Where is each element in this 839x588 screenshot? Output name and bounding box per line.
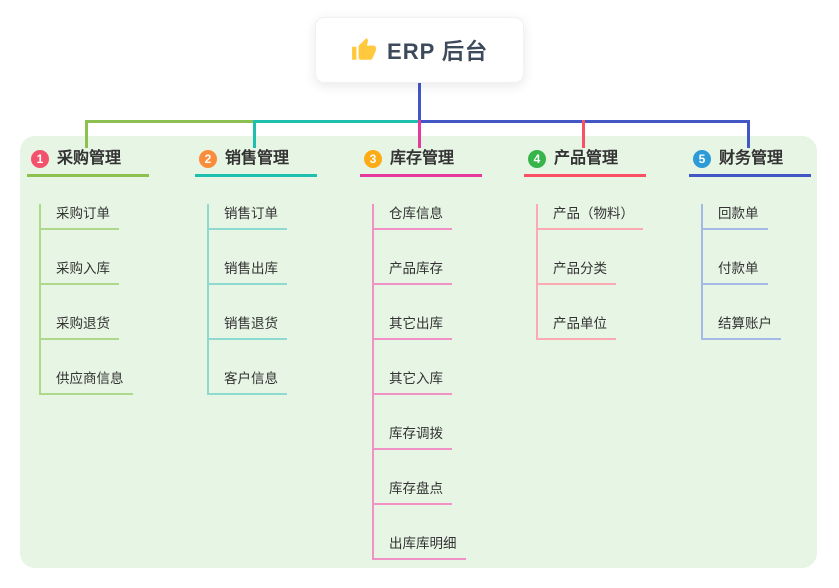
child-node[interactable]: 库存盘点 xyxy=(372,479,452,505)
branch-column-5: 5 财务管理回款单付款单结算账户 xyxy=(689,146,811,340)
child-row: 销售退货 xyxy=(207,314,317,340)
child-node[interactable]: 产品单位 xyxy=(536,314,616,340)
child-node[interactable]: 付款单 xyxy=(701,259,768,285)
child-node[interactable]: 仓库信息 xyxy=(372,204,452,230)
child-row: 其它出库 xyxy=(372,314,482,340)
child-row: 供应商信息 xyxy=(39,369,149,395)
child-node[interactable]: 产品库存 xyxy=(372,259,452,285)
child-node[interactable]: 回款单 xyxy=(701,204,768,230)
child-node[interactable]: 供应商信息 xyxy=(39,369,133,395)
child-row: 结算账户 xyxy=(701,314,811,340)
child-row: 采购订单 xyxy=(39,204,149,230)
root-label: ERP 后台 xyxy=(387,39,488,64)
child-node[interactable]: 结算账户 xyxy=(701,314,781,340)
child-row: 产品单位 xyxy=(536,314,646,340)
branch-children: 产品（物料） 产品分类产品单位 xyxy=(536,204,646,340)
branch-node-4[interactable]: 4 产品管理 xyxy=(524,146,646,177)
child-node[interactable]: 采购入库 xyxy=(39,259,119,285)
branch-children: 仓库信息产品库存其它出库其它入库库存调拨库存盘点出库库明细 xyxy=(372,204,482,560)
child-node[interactable]: 销售出库 xyxy=(207,259,287,285)
branch-label: 产品管理 xyxy=(554,150,619,167)
root-node[interactable]: ERP 后台 xyxy=(315,17,524,83)
root-connector-line xyxy=(417,81,421,120)
child-row: 库存盘点 xyxy=(372,479,482,505)
child-node[interactable]: 客户信息 xyxy=(207,369,287,395)
child-node[interactable]: 库存调拨 xyxy=(372,424,452,450)
child-row: 产品分类 xyxy=(536,259,646,285)
child-row: 库存调拨 xyxy=(372,424,482,450)
branch-column-1: 1 采购管理采购订单采购入库采购退货供应商信息 xyxy=(27,146,149,395)
branch-label: 采购管理 xyxy=(57,150,122,167)
branch-number-badge: 3 xyxy=(364,150,382,168)
branch-node-2[interactable]: 2 销售管理 xyxy=(195,146,317,177)
connector-branch-drop xyxy=(746,119,750,148)
child-row: 采购退货 xyxy=(39,314,149,340)
connector-branch-drop xyxy=(581,119,585,148)
branch-number-badge: 4 xyxy=(528,150,546,168)
connector-branch-drop xyxy=(84,119,88,148)
connector-branch-drop xyxy=(417,119,421,148)
child-node[interactable]: 采购订单 xyxy=(39,204,119,230)
connector-horizontal-segment xyxy=(84,119,256,123)
child-row: 仓库信息 xyxy=(372,204,482,230)
child-row: 回款单 xyxy=(701,204,811,230)
child-row: 产品库存 xyxy=(372,259,482,285)
branch-children: 回款单付款单结算账户 xyxy=(701,204,811,340)
child-node[interactable]: 出库库明细 xyxy=(372,534,466,560)
connector-branch-drop xyxy=(252,119,256,148)
branch-node-5[interactable]: 5 财务管理 xyxy=(689,146,811,177)
child-node[interactable]: 销售订单 xyxy=(207,204,287,230)
branch-children: 采购订单采购入库采购退货供应商信息 xyxy=(39,204,149,395)
branch-label: 销售管理 xyxy=(225,150,290,167)
child-row: 销售订单 xyxy=(207,204,317,230)
child-node[interactable]: 产品分类 xyxy=(536,259,616,285)
branch-children: 销售订单销售出库销售退货客户信息 xyxy=(207,204,317,395)
child-node[interactable]: 销售退货 xyxy=(207,314,287,340)
branch-background-panel xyxy=(20,136,817,568)
branch-number-badge: 5 xyxy=(693,150,711,168)
branch-column-4: 4 产品管理产品（物料） 产品分类产品单位 xyxy=(524,146,646,340)
child-row: 其它入库 xyxy=(372,369,482,395)
thumbs-up-icon xyxy=(351,37,377,63)
child-row: 付款单 xyxy=(701,259,811,285)
child-row: 销售出库 xyxy=(207,259,317,285)
branch-node-1[interactable]: 1 采购管理 xyxy=(27,146,149,177)
child-row: 采购入库 xyxy=(39,259,149,285)
connector-horizontal-segment xyxy=(252,119,421,123)
branch-column-3: 3 库存管理仓库信息产品库存其它出库其它入库库存调拨库存盘点出库库明细 xyxy=(360,146,482,560)
branch-node-3[interactable]: 3 库存管理 xyxy=(360,146,482,177)
branch-number-badge: 2 xyxy=(199,150,217,168)
branch-number-badge: 1 xyxy=(31,150,49,168)
child-node[interactable]: 采购退货 xyxy=(39,314,119,340)
child-node[interactable]: 其它出库 xyxy=(372,314,452,340)
branch-label: 库存管理 xyxy=(390,150,455,167)
child-row: 客户信息 xyxy=(207,369,317,395)
branch-label: 财务管理 xyxy=(719,150,784,167)
child-node[interactable]: 产品（物料） xyxy=(536,204,643,230)
child-row: 产品（物料） xyxy=(536,204,646,230)
branch-column-2: 2 销售管理销售订单销售出库销售退货客户信息 xyxy=(195,146,317,395)
child-node[interactable]: 其它入库 xyxy=(372,369,452,395)
child-row: 出库库明细 xyxy=(372,534,482,560)
